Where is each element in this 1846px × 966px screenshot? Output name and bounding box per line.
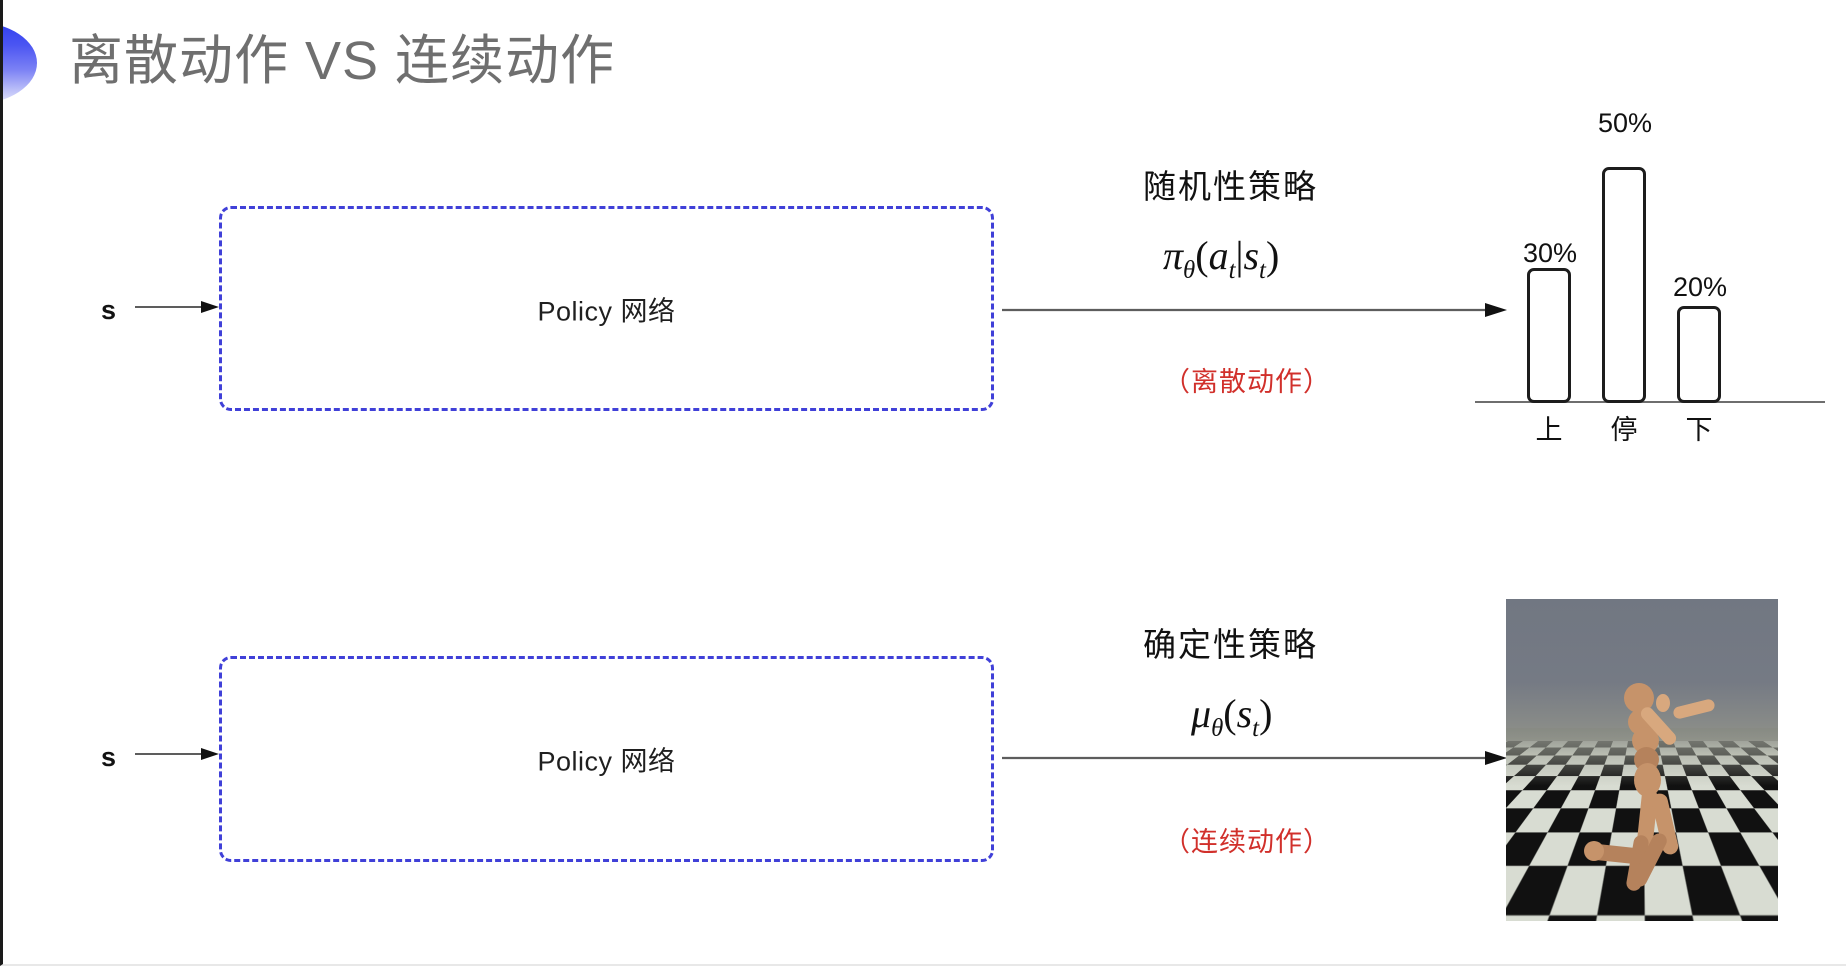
bar-category-1: 停 [1610, 415, 1638, 445]
bar-chart-discrete: 30% 上 50% 停 20% 下 [1475, 108, 1825, 455]
formula-paren-open: ( [1195, 233, 1209, 278]
action-note-discrete: （离散动作） [1163, 367, 1331, 397]
formula-pi: π [1163, 233, 1184, 278]
formula-given-bar: | [1235, 233, 1244, 278]
bar-value-1: 50% [1597, 108, 1653, 138]
policy-network-box-discrete[interactable]: Policy 网络 [219, 206, 994, 411]
simulation-image-humanoid [1506, 599, 1778, 921]
title-decoration-icon [3, 22, 37, 104]
bar-value-2: 20% [1672, 272, 1728, 302]
formula-mu-paren-close: ) [1259, 691, 1273, 736]
state-label-continuous: s [101, 742, 117, 772]
output-arrow-continuous [1002, 750, 1507, 766]
input-arrow-continuous [135, 747, 219, 761]
humanoid-knee [1584, 841, 1604, 861]
formula-mu-paren-open: ( [1223, 691, 1237, 736]
formula-paren-close: ) [1265, 233, 1280, 278]
input-arrow-discrete [135, 300, 219, 314]
policy-kind-continuous: 确定性策略 [1143, 626, 1318, 663]
bar-value-0: 30% [1522, 238, 1578, 268]
formula-mu: μ [1191, 691, 1212, 736]
policy-network-label-discrete: Policy 网络 [537, 296, 676, 326]
formula-s-sub: t [1259, 257, 1266, 284]
formula-mu-theta: θ [1211, 715, 1224, 742]
policy-formula-discrete: πθ(at|st) [1163, 232, 1279, 285]
state-label-discrete: s [101, 295, 117, 325]
policy-network-box-continuous[interactable]: Policy 网络 [219, 656, 994, 862]
bar-0 [1527, 268, 1571, 403]
humanoid-hand [1656, 694, 1670, 712]
policy-kind-discrete: 随机性策略 [1143, 168, 1318, 205]
formula-a-sub: t [1228, 257, 1236, 284]
formula-mu-s: s [1236, 691, 1253, 736]
bar-1 [1602, 167, 1646, 403]
chart-baseline-axis [1475, 401, 1825, 403]
page-title: 离散动作 VS 连续动作 [69, 31, 616, 91]
policy-network-label-continuous: Policy 网络 [537, 746, 676, 777]
formula-mu-s-sub: t [1252, 715, 1260, 742]
policy-formula-continuous: μθ(st) [1191, 690, 1272, 743]
action-note-continuous: （连续动作） [1163, 827, 1331, 857]
output-arrow-discrete [1002, 302, 1507, 318]
bar-category-2: 下 [1685, 415, 1713, 445]
formula-s: s [1243, 233, 1260, 278]
formula-pi-theta: θ [1183, 257, 1196, 284]
formula-a: a [1208, 233, 1229, 278]
bar-2 [1677, 306, 1721, 403]
bar-category-0: 上 [1535, 415, 1563, 445]
